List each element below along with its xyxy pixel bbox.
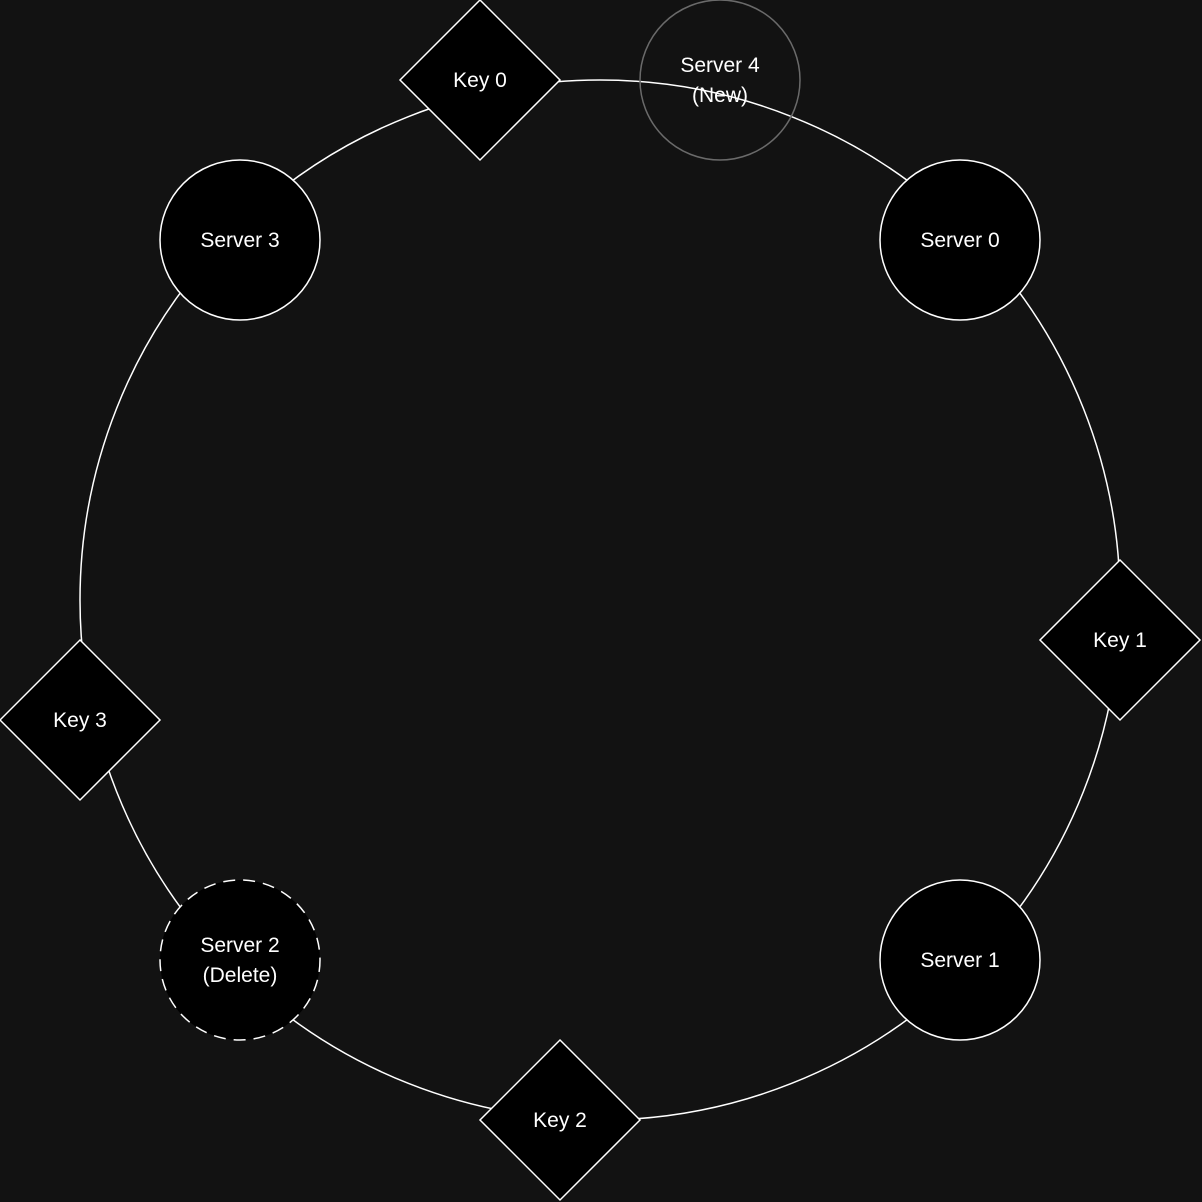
key-1-node[interactable]: Key 1 (1038, 558, 1202, 722)
node-label: Key 2 (533, 1109, 587, 1132)
node-label: Server 1 (920, 949, 999, 972)
key-3-node[interactable]: Key 3 (0, 638, 162, 802)
node-label: Server 3 (200, 229, 279, 252)
server-circle (879, 159, 1041, 321)
server-1-node[interactable]: Server 1 (879, 879, 1041, 1041)
key-diamond (1038, 558, 1202, 722)
node-label: (New) (692, 84, 748, 107)
server-2-node[interactable]: Server 2 (Delete) (159, 879, 321, 1041)
node-label: Server 2 (200, 934, 279, 957)
server-4-node[interactable]: Server 4 (New) (639, 0, 801, 161)
key-0-node[interactable]: Key 0 (398, 0, 562, 162)
key-2-node[interactable]: Key 2 (478, 1038, 642, 1202)
node-label: Key 3 (53, 709, 107, 732)
node-label: Key 0 (453, 69, 507, 92)
key-diamond (398, 0, 562, 162)
server-circle (159, 159, 321, 321)
server-circle (159, 879, 321, 1041)
node-label: Key 1 (1093, 629, 1147, 652)
node-label: Server 0 (920, 229, 999, 252)
server-circle (879, 879, 1041, 1041)
node-label: (Delete) (203, 964, 278, 987)
server-3-node[interactable]: Server 3 (159, 159, 321, 321)
key-diamond (0, 638, 162, 802)
server-circle (639, 0, 801, 161)
server-0-node[interactable]: Server 0 (879, 159, 1041, 321)
key-diamond (478, 1038, 642, 1202)
node-label: Server 4 (680, 54, 760, 77)
